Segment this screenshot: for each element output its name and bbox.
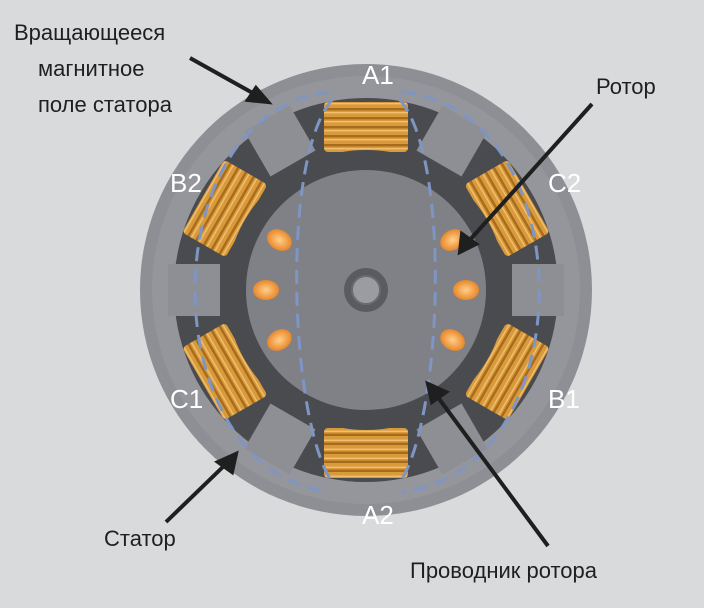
rotor-conductor xyxy=(453,280,479,300)
coil-label-a2: A2 xyxy=(362,500,394,530)
rotor-arrow-head xyxy=(457,230,480,256)
coil-label-a1: A1 xyxy=(362,60,394,90)
stator-label: Статор xyxy=(104,526,176,551)
annotation-arrows xyxy=(164,56,594,548)
rotor-conductor xyxy=(267,329,292,351)
magnetic-field-lines xyxy=(193,90,541,494)
field-line-inner-left xyxy=(295,99,334,483)
coil-b1-winding xyxy=(465,324,549,419)
rotor-conductor-arrow-head xyxy=(425,380,451,406)
coil-c2-winding xyxy=(465,161,549,256)
rotor-conductor-arrow xyxy=(432,390,550,548)
coil-b2-winding xyxy=(183,161,267,256)
stator-arrow xyxy=(164,460,230,524)
stator-slots xyxy=(168,105,564,475)
field-label-line3: поле статора xyxy=(38,92,173,117)
rotor-label: Ротор xyxy=(596,74,656,99)
rotor-conductor xyxy=(253,280,279,300)
coil-a1-winding xyxy=(324,102,408,152)
stator-windings xyxy=(183,102,549,478)
stator-arrow-head xyxy=(213,450,239,476)
field-line-left xyxy=(193,90,331,494)
field-label-line2: магнитное xyxy=(38,56,145,81)
rotor-arrow xyxy=(466,102,594,244)
field-line-right xyxy=(401,90,541,494)
rotor-conductor-label: Проводник ротора xyxy=(410,558,598,583)
coil-label-b1: B1 xyxy=(548,384,580,414)
field-label-line1: Вращающееся xyxy=(14,20,165,45)
rotor-conductor xyxy=(267,229,292,251)
coil-a2-winding xyxy=(324,428,408,478)
rotor-conductor xyxy=(440,329,465,351)
coil-label-b2: B2 xyxy=(170,168,202,198)
field-line-inner-right xyxy=(398,99,437,483)
coil-label-c1: C1 xyxy=(170,384,203,414)
rotor-shaft xyxy=(351,275,381,305)
field-arrow xyxy=(189,56,259,98)
field-arrow-head xyxy=(244,84,273,105)
coil-label-c2: C2 xyxy=(548,168,581,198)
coil-c1-winding xyxy=(183,324,267,419)
